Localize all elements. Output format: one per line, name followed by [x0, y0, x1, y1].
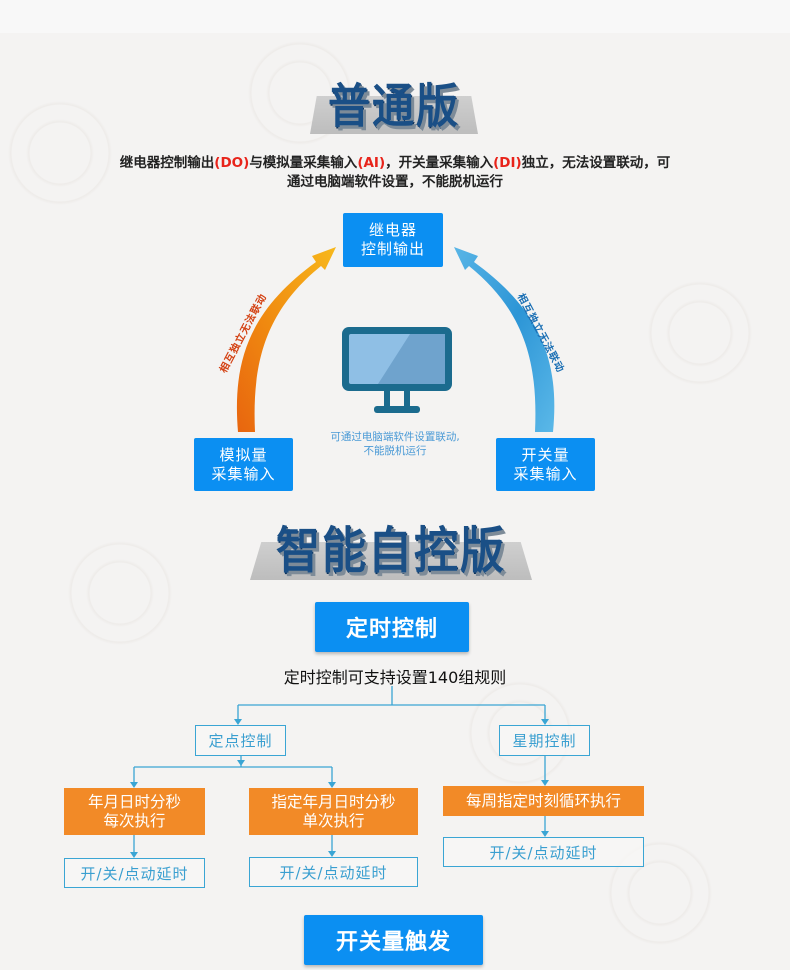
- action-box-2: 开/关/点动延时: [249, 857, 418, 887]
- every-time-execute-box: 年月日时分秒 每次执行: [64, 788, 205, 835]
- every-time-line2: 每次执行: [103, 811, 166, 830]
- monitor-caption: 可通过电脑端软件设置联动, 不能脱机运行: [300, 430, 490, 458]
- analog-input-box: 模拟量 采集输入: [194, 438, 293, 491]
- once-line2: 单次执行: [302, 811, 365, 830]
- timer-control-button[interactable]: 定时控制: [315, 602, 469, 652]
- rules-text: 定时控制可支持设置140组规则: [283, 668, 507, 687]
- once-line1: 指定年月日时分秒: [271, 792, 396, 811]
- switch-box-line1: 开关量: [521, 445, 570, 464]
- monitor-icon: [342, 327, 452, 413]
- smart-version-title: 智能自控版: [250, 520, 532, 580]
- desc-text: ，开关量采集输入: [385, 155, 494, 171]
- action-box-3: 开/关/点动延时: [443, 837, 644, 867]
- weekly-control-box: 星期控制: [499, 725, 590, 756]
- basic-description-line2: 通过电脑端软件设置，不能脱机运行: [287, 174, 503, 190]
- top-band: [0, 0, 790, 33]
- weekly-cycle-box: 每周指定时刻循环执行: [443, 786, 644, 816]
- title-shelf: [250, 542, 532, 580]
- switch-box-line2: 采集输入: [513, 464, 578, 483]
- desc-text: 独立，无法设置联动，可: [521, 155, 671, 171]
- switch-input-box: 开关量 采集输入: [496, 438, 595, 491]
- monitor-caption-line1: 可通过电脑端软件设置联动,: [330, 431, 460, 443]
- basic-version-title: 普通版: [310, 78, 478, 134]
- ai-tag: (AI): [357, 155, 386, 171]
- relay-box-line2: 控制输出: [360, 240, 425, 258]
- analog-box-line2: 采集输入: [211, 464, 276, 483]
- title-shelf: [310, 96, 478, 134]
- monitor-caption-line2: 不能脱机运行: [363, 445, 427, 457]
- smart-version-title-text: 智能自控版: [276, 522, 506, 580]
- analog-box-line1: 模拟量: [219, 445, 268, 464]
- basic-version-title-text: 普通版: [327, 79, 460, 134]
- switch-trigger-button[interactable]: 开关量触发: [304, 915, 483, 965]
- single-execute-box: 指定年月日时分秒 单次执行: [249, 788, 418, 835]
- action-box-1: 开/关/点动延时: [64, 858, 205, 888]
- basic-description-line1: 继电器控制输出(DO)与模拟量采集输入(AI)，开关量采集输入(DI)独立，无法…: [60, 154, 730, 173]
- fixed-point-control-box: 定点控制: [195, 725, 286, 756]
- basic-description: 继电器控制输出(DO)与模拟量采集输入(AI)，开关量采集输入(DI)独立，无法…: [60, 154, 730, 192]
- relay-box-line1: 继电器: [368, 221, 417, 239]
- do-tag: (DO): [214, 155, 250, 171]
- di-tag: (DI): [493, 155, 522, 171]
- desc-text: 与模拟量采集输入: [249, 155, 358, 171]
- every-time-line1: 年月日时分秒: [87, 792, 181, 811]
- desc-text: 继电器控制输出: [119, 155, 215, 171]
- relay-output-box: 继电器 控制输出: [343, 213, 443, 267]
